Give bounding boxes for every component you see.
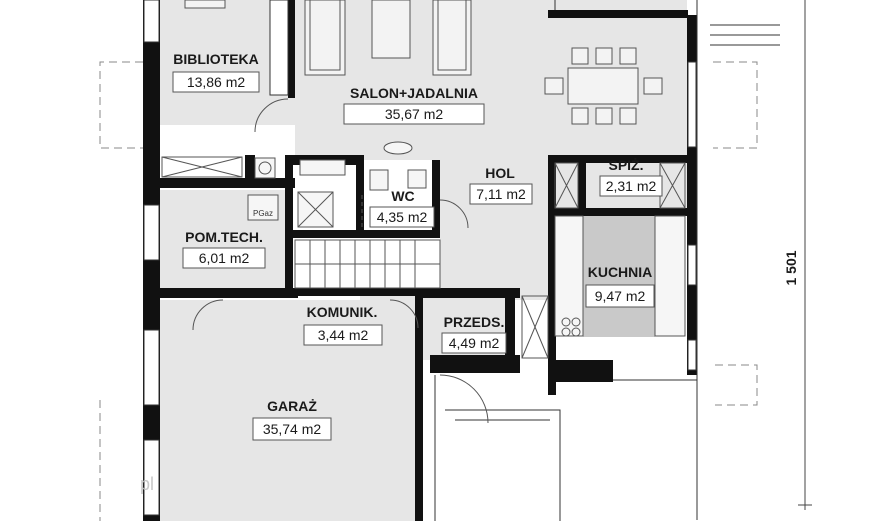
- room-hol: HOL 7,11 m2: [469, 165, 533, 205]
- room-pom-tech: POM.TECH. 6,01 m2: [182, 229, 266, 269]
- stairs: [294, 195, 441, 289]
- room-name-komunik: KOMUNIK.: [307, 304, 378, 320]
- desk: [184, 0, 226, 9]
- kitchen-floor: [583, 212, 655, 337]
- room-area-garaz: 35,74 m2: [263, 421, 322, 437]
- room-kuchnia: KUCHNIA 9,47 m2: [585, 264, 655, 308]
- room-name-garaz: GARAŻ: [267, 398, 317, 414]
- room-area-hol: 7,11 m2: [476, 186, 526, 202]
- roof-outline: [99, 61, 758, 521]
- room-spiz: SPIŻ. 2,31 m2: [599, 157, 663, 197]
- room-area-pom-tech: 6,01 m2: [199, 250, 250, 266]
- room-area-komunik: 3,44 m2: [318, 327, 369, 343]
- room-name-wc: WC: [391, 188, 414, 204]
- sofa-set: [304, 0, 472, 76]
- wardrobes: [161, 156, 686, 359]
- technical-fixtures: [247, 157, 279, 221]
- room-name-hol: HOL: [485, 165, 515, 181]
- room-area-spiz: 2,31 m2: [606, 178, 657, 194]
- room-wc: WC 4,35 m2: [369, 188, 435, 228]
- watermark: pl: [140, 474, 154, 494]
- bathroom-fixtures: [297, 141, 427, 228]
- room-przeds: PRZEDS. 4,49 m2: [441, 314, 507, 354]
- room-area-salon: 35,67 m2: [385, 106, 444, 122]
- room-area-wc: 4,35 m2: [377, 209, 428, 225]
- dining-table: [544, 47, 663, 125]
- dimension-value: 1 501: [783, 250, 799, 285]
- room-name-kuchnia: KUCHNIA: [588, 264, 653, 280]
- kitchen-counters: [554, 215, 686, 337]
- room-area-kuchnia: 9,47 m2: [595, 288, 646, 304]
- room-salon: SALON+JADALNIA 35,67 m2: [343, 85, 485, 125]
- door-swings: [192, 98, 489, 424]
- room-name-spiz: SPIŻ.: [608, 157, 643, 173]
- terrace: [434, 0, 780, 521]
- room-name-przeds: PRZEDS.: [444, 314, 505, 330]
- room-name-salon: SALON+JADALNIA: [350, 85, 478, 101]
- boiler-label: PGaz: [253, 209, 273, 218]
- room-area-przeds: 4,49 m2: [449, 335, 500, 351]
- windows: [143, 0, 697, 516]
- room-komunik: KOMUNIK. 3,44 m2: [303, 304, 383, 346]
- room-garaz: GARAŻ 35,74 m2: [252, 398, 332, 441]
- dimension-line: [798, 0, 812, 510]
- room-area-biblioteka: 13,86 m2: [187, 74, 246, 90]
- room-name-biblioteka: BIBLIOTEKA: [173, 51, 259, 67]
- room-name-pom-tech: POM.TECH.: [185, 229, 263, 245]
- room-biblioteka: BIBLIOTEKA 13,86 m2: [172, 51, 260, 93]
